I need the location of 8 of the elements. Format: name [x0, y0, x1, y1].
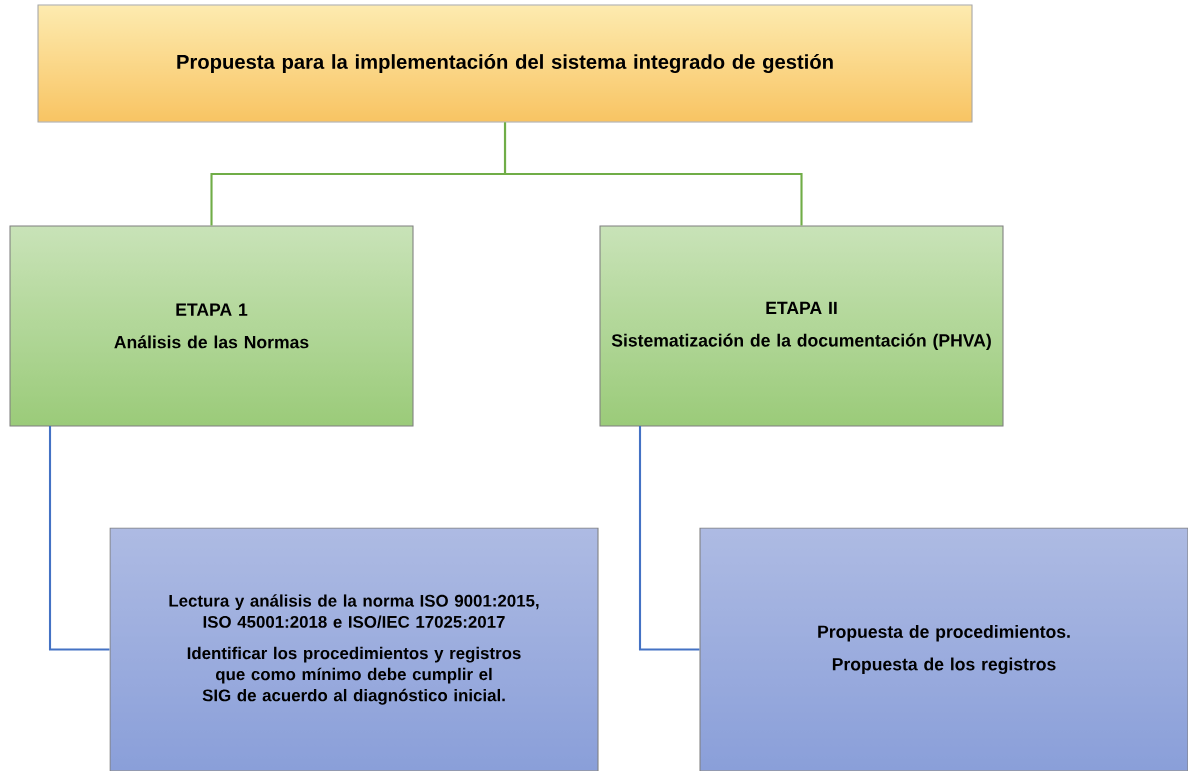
stage-box: ETAPA 1 Análisis de las Normas	[9, 225, 414, 427]
connector-line	[503, 122, 803, 226]
task-box: Lectura y análisis de la norma ISO 9001:2015, ISO 45001:2018 e ISO/IEC 17025:2017 Identificar los procedimientos y registros que como mínimo debe cumplir el SIG de acuerdo al diagnóstico inicial.	[109, 527, 599, 771]
connector-line	[48, 426, 110, 651]
task-box: Propuesta de procedimientos. Propuesta de los registros	[699, 527, 1188, 771]
title-box: Propuesta para la implementación del sistema integrado de gestión	[37, 4, 973, 123]
connector-line	[638, 426, 700, 651]
stage-box: ETAPA II Sistematización de la documentación (PHVA)	[599, 225, 1004, 427]
